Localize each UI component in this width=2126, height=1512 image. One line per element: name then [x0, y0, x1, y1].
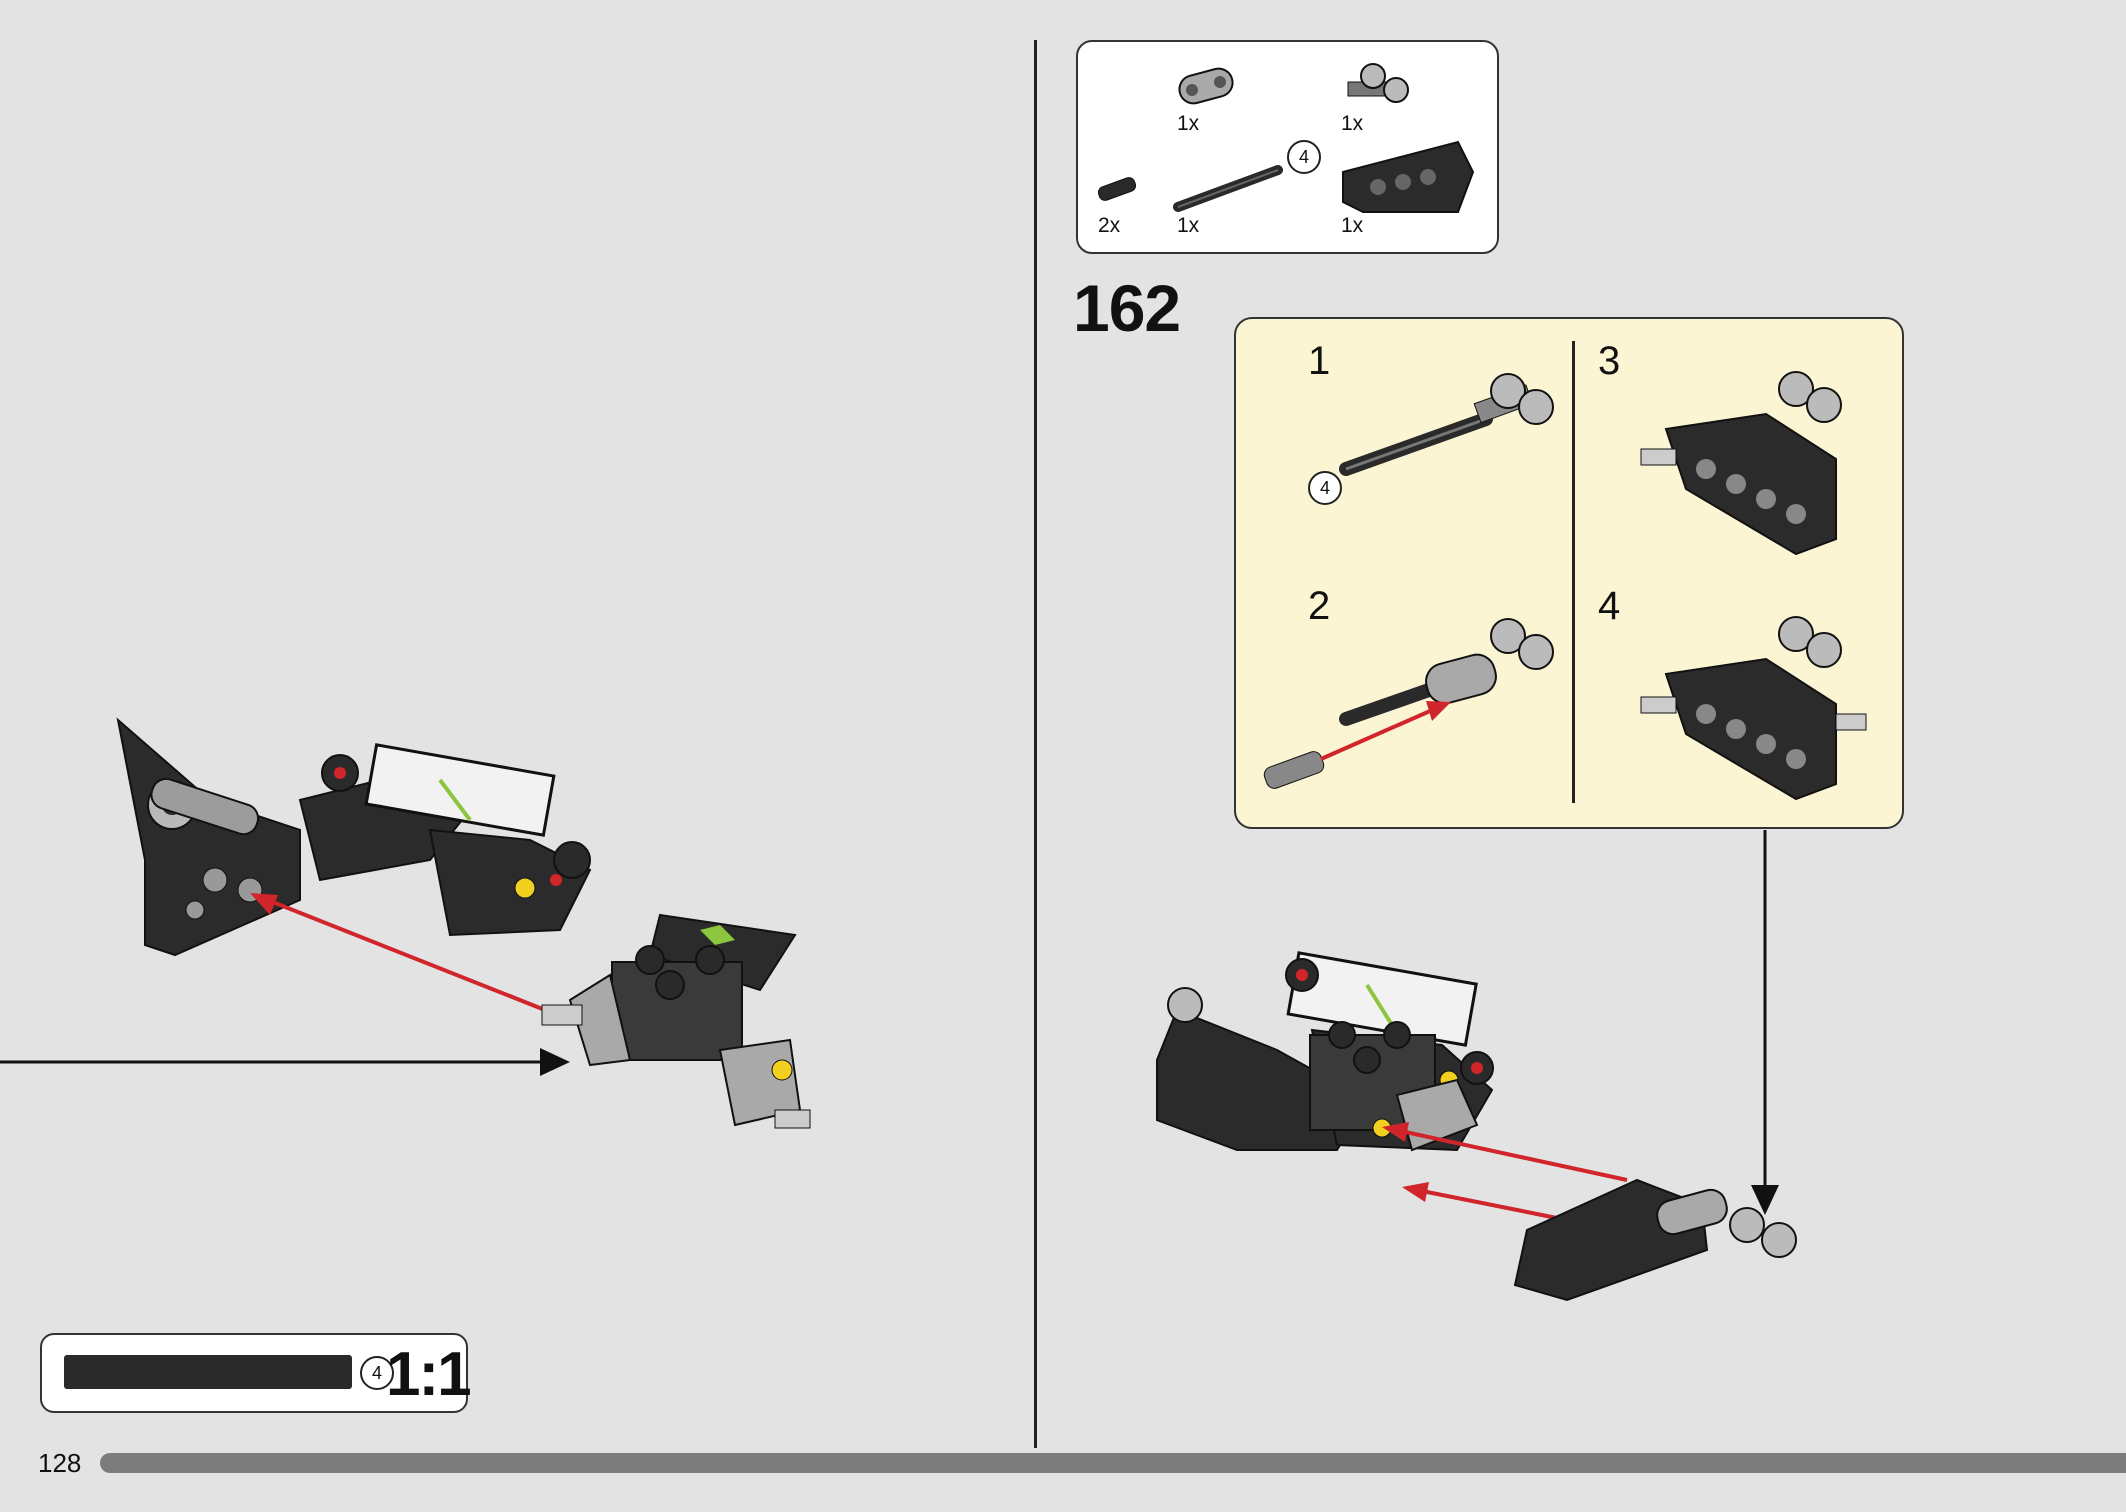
parts-list: 1x 1x 2x 1x 1x 4	[1076, 40, 1499, 254]
part-qty: 1x	[1341, 214, 1364, 237]
substep-label: 4	[1598, 584, 1621, 628]
connector-with-axle-icon	[1347, 63, 1409, 103]
page-divider	[1034, 40, 1037, 1448]
substep-4-illustration	[1640, 616, 1867, 801]
part-qty: 2x	[1098, 214, 1121, 237]
substep-1-illustration	[1339, 373, 1554, 476]
parts-list-svg	[1097, 63, 1475, 213]
substep-3-illustration	[1640, 371, 1842, 556]
length-badge: 4	[1308, 471, 1342, 505]
length-badge: 4	[360, 1356, 394, 1390]
substep-label: 2	[1308, 584, 1331, 628]
substep-label: 3	[1598, 339, 1621, 383]
part-qty: 1x	[1177, 214, 1200, 237]
part-qty: 1x	[1341, 112, 1364, 135]
length-badge: 4	[1287, 140, 1321, 174]
step-number: 162	[1073, 271, 1181, 345]
axle-scale-bar	[64, 1355, 352, 1389]
page-number: 128	[38, 1448, 82, 1478]
left-assembly-svg	[0, 717, 811, 1129]
axle-4-icon	[1173, 165, 1283, 212]
right-assembly-svg	[1156, 830, 1797, 1302]
black-curved-beam-icon	[1342, 140, 1475, 213]
substep-label: 1	[1308, 339, 1331, 383]
substeps-panel: 1 2 3 4 4	[1234, 317, 1904, 829]
black-pin-icon	[1097, 177, 1137, 201]
progress-bar	[100, 1453, 2126, 1473]
substeps-svg	[1263, 371, 1867, 801]
substep-2-illustration	[1263, 618, 1554, 789]
part-qty: 1x	[1177, 112, 1200, 135]
scale-box: 4 1:1	[40, 1333, 472, 1413]
scale-ratio: 1:1	[386, 1340, 472, 1409]
light-gray-beam-icon	[1178, 67, 1234, 105]
substep-divider	[1572, 341, 1575, 803]
